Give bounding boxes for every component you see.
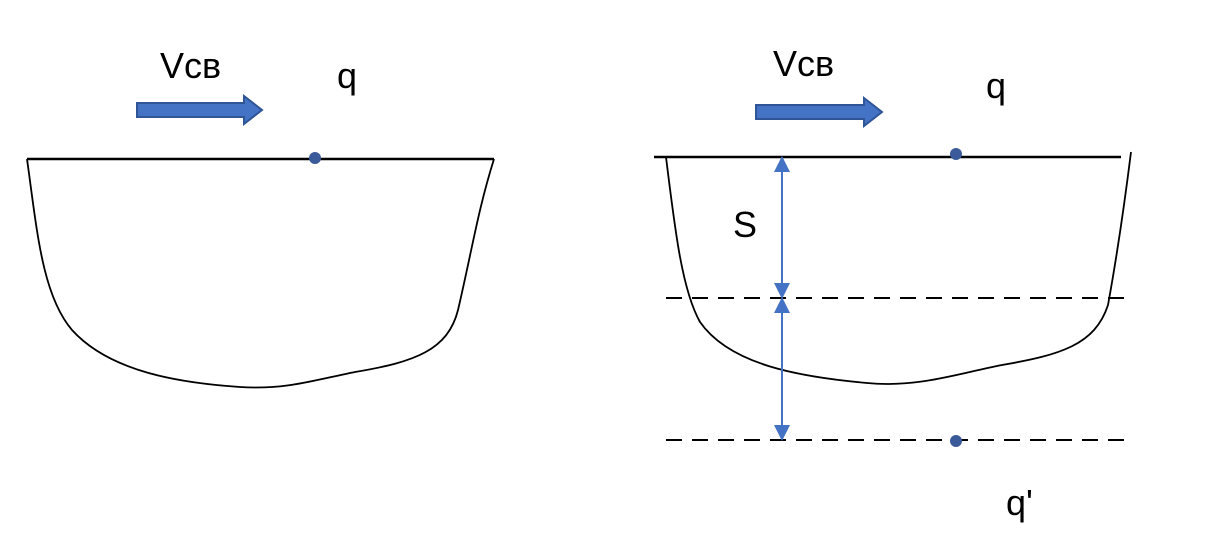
left-charge-label: q xyxy=(337,55,357,96)
image-charge-label: q' xyxy=(1006,482,1033,523)
right-panel: Vсв q S q' xyxy=(654,43,1132,523)
right-velocity-arrow xyxy=(755,95,884,129)
left-velocity-label: Vсв xyxy=(160,45,221,86)
right-charge-point xyxy=(950,148,962,160)
image-charge-point xyxy=(950,435,962,447)
distance-label: S xyxy=(733,204,757,245)
left-velocity-arrow xyxy=(136,93,264,127)
left-panel: Vсв q xyxy=(26,45,495,389)
right-velocity-label: Vсв xyxy=(773,43,834,84)
right-conductor-outline xyxy=(665,151,1132,385)
left-charge-point xyxy=(309,152,321,164)
right-charge-label: q xyxy=(986,65,1006,106)
left-conductor-outline xyxy=(26,158,495,389)
